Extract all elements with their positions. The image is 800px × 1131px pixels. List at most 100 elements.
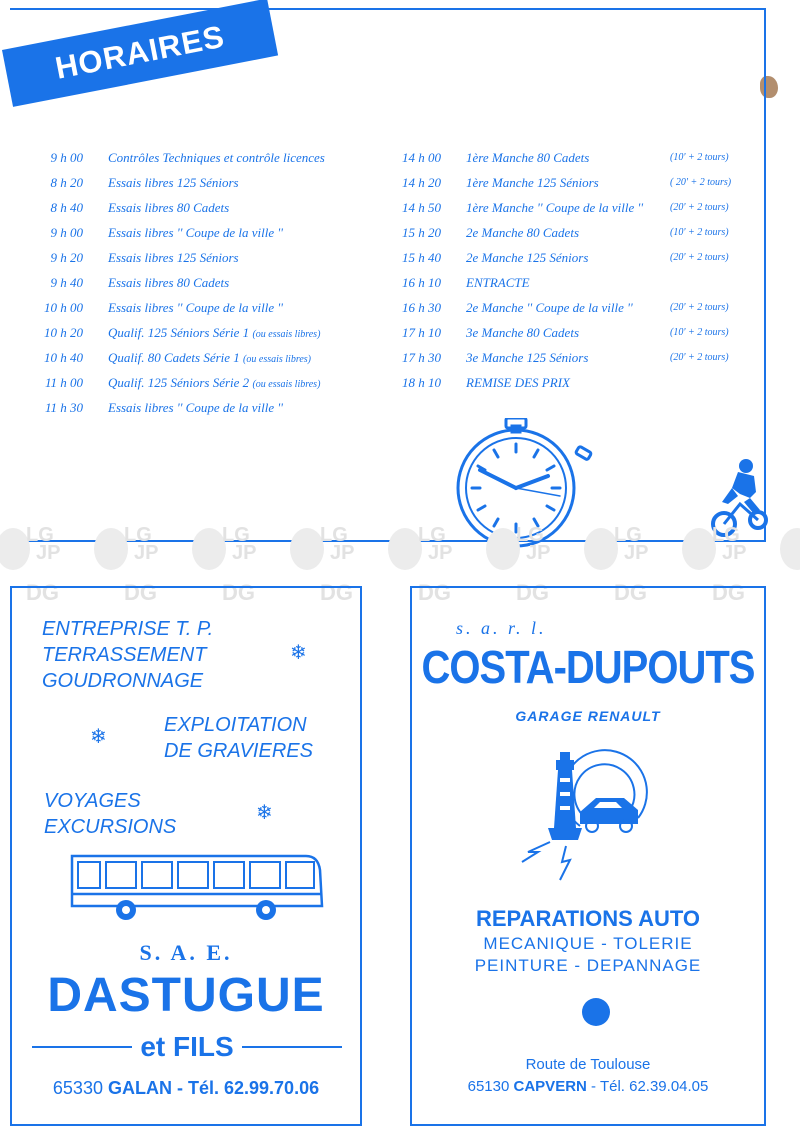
schedule-event: 2e Manche '' Coupe de la ville '' (466, 300, 633, 316)
schedule-event-label: 2e Manche 125 Séniors (466, 250, 589, 265)
schedule-event-label: Essais libres 125 Séniors (108, 175, 239, 190)
snowflake-icon: ❄ (256, 802, 273, 824)
watermark-jp: JP (134, 542, 159, 564)
schedule-event: 2e Manche 125 Séniors (466, 250, 588, 266)
decorative-rule (32, 1046, 133, 1048)
schedule-time: 18 h 10 (402, 375, 441, 390)
schedule-time: 16 h 30 (402, 300, 441, 315)
schedule-note: (ou essais libres) (252, 329, 321, 340)
phone: - Tél. 62.99.70.06 (177, 1078, 320, 1098)
schedule-row: 16 h 10 ENTRACTE (394, 275, 764, 300)
phone: - Tél. 62.39.04.05 (591, 1078, 709, 1095)
company-legal-form: S. A. E. (139, 940, 233, 965)
schedule-time: 14 h 50 (402, 200, 441, 215)
schedule-time: 17 h 10 (402, 325, 441, 340)
schedule-duration: ( 20' + 2 tours) (670, 177, 732, 188)
schedule-time: 9 h 40 (50, 275, 84, 290)
schedule-time: 8 h 40 (50, 200, 84, 215)
schedule-event-label: Essais libres '' Coupe de la ville '' (108, 300, 283, 315)
town: CAPVERN (513, 1078, 587, 1095)
schedule-event: 1ère Manche 125 Séniors (466, 175, 599, 191)
watermark-jp: JP (722, 542, 747, 564)
snowflake-icon: ❄ (290, 642, 307, 664)
schedule-time: 15 h 40 (402, 250, 441, 265)
schedule-event: Essais libres '' Coupe de la ville '' (108, 400, 283, 416)
schedule-event: Qualif. 125 Séniors Série 1 (ou essais l… (108, 325, 320, 341)
schedule-time: 11 h 30 (44, 400, 83, 415)
company-name: COSTA-DUPOUTS (421, 642, 756, 694)
ad-line-voyages: VOYAGES (44, 790, 141, 812)
postcode: 65330 (52, 1078, 103, 1098)
schedule-event-label: Essais libres 125 Séniors (108, 250, 239, 265)
schedule-event: Contrôles Techniques et contrôle licence… (108, 150, 325, 166)
town: GALAN (107, 1078, 172, 1098)
decorative-rule (241, 1046, 342, 1048)
schedule-row: 17 h 10 3e Manche 80 Cadets (10' + 2 tours… (394, 325, 764, 350)
schedule-duration: (20' + 2 tours) (670, 302, 729, 313)
schedule-event-label: Qualif. 125 Séniors Série 1 (108, 325, 250, 340)
schedule-duration: (20' + 2 tours) (670, 352, 729, 363)
schedule-row: 9 h 00 Contrôles Techniques et contrôle l… (30, 150, 390, 175)
schedule-time: 10 h 20 (44, 325, 83, 340)
services-line-1: MECANIQUE - TOLERIE (483, 934, 693, 953)
schedule-row: 9 h 00 Essais libres '' Coupe de la ville… (30, 225, 390, 250)
schedule-event: Essais libres '' Coupe de la ville '' (108, 225, 283, 241)
schedule-event-label: Contrôles Techniques et contrôle licence… (108, 150, 325, 165)
schedule-time: 9 h 00 (50, 150, 84, 165)
ad-line-gravieres: DE GRAVIERES (164, 740, 313, 762)
schedule-row: 11 h 30 Essais libres '' Coupe de la vill… (30, 400, 390, 425)
services-line-2: PEINTURE - DEPANNAGE (474, 956, 702, 975)
schedule-event: Essais libres 125 Séniors (108, 250, 239, 266)
schedule-event-label: 3e Manche 125 Séniors (466, 350, 589, 365)
schedule-event-label: Essais libres 80 Cadets (108, 275, 230, 290)
stopwatch-icon (456, 418, 593, 548)
schedule-time: 8 h 20 (50, 175, 84, 190)
watermark-jp: JP (330, 542, 355, 564)
company-name: DASTUGUE (47, 969, 325, 1022)
schedule-row: 14 h 20 1ère Manche 125 Séniors ( 20' + 2 … (394, 175, 764, 200)
schedule-event-label: Qualif. 80 Cadets Série 1 (108, 350, 240, 365)
schedule-event-label: Essais libres '' Coupe de la ville '' (108, 225, 283, 240)
services-heading: REPARATIONS AUTO (475, 906, 701, 931)
schedule-row: 9 h 40 Essais libres 80 Cadets (30, 275, 390, 300)
ad-dastugue: ENTREPRISE T. P. TERRASSEMENT GOUDRONNAG… (10, 586, 362, 1126)
watermark-jp: JP (36, 542, 61, 564)
schedule-time: 9 h 00 (50, 225, 84, 240)
schedule-event-label: 1ère Manche 125 Séniors (466, 175, 599, 190)
schedule-row: 8 h 20 Essais libres 125 Séniors (30, 175, 390, 200)
watermark-jp: JP (428, 542, 453, 564)
schedule-duration: (20' + 2 tours) (670, 252, 729, 263)
schedule-panel: HORAIRES 9 h 00 Contrôles Techniques et c… (2, 0, 768, 548)
schedule-time: 14 h 20 (402, 175, 441, 190)
schedule-event: 3e Manche 80 Cadets (466, 325, 579, 341)
ad-line-entreprise: ENTREPRISE T. P. (42, 618, 214, 640)
schedule-time: 16 h 10 (402, 275, 441, 290)
schedule-duration: (20' + 2 tours) (670, 202, 729, 213)
company-address: 65330 GALAN - Tél. 62.99.70.06 (12, 1078, 360, 1099)
company-tagline: GARAGE RENAULT (515, 708, 661, 724)
company-suffix: et FILS (140, 1031, 234, 1062)
schedule-title: HORAIRES (52, 18, 228, 86)
company-suffix-row: et FILS (32, 1030, 342, 1064)
schedule-title-banner: HORAIRES (2, 0, 279, 107)
schedule-event: Essais libres 80 Cadets (108, 200, 229, 216)
postcode: 65130 (467, 1078, 510, 1095)
schedule-row: 8 h 40 Essais libres 80 Cadets (30, 200, 390, 225)
schedule-duration: (10' + 2 tours) (670, 152, 729, 163)
company-address: 65130 CAPVERN - Tél. 62.39.04.05 (412, 1078, 764, 1095)
schedule-duration: (10' + 2 tours) (670, 327, 729, 338)
schedule-note: (ou essais libres) (243, 354, 312, 365)
morning-schedule: 9 h 00 Contrôles Techniques et contrôle l… (30, 150, 390, 425)
schedule-event: ENTRACTE (466, 275, 530, 291)
motocross-rider-icon (711, 459, 768, 537)
schedule-row: 16 h 30 2e Manche '' Coupe de la ville ''… (394, 300, 764, 325)
schedule-event-label: Qualif. 125 Séniors Série 2 (108, 375, 250, 390)
